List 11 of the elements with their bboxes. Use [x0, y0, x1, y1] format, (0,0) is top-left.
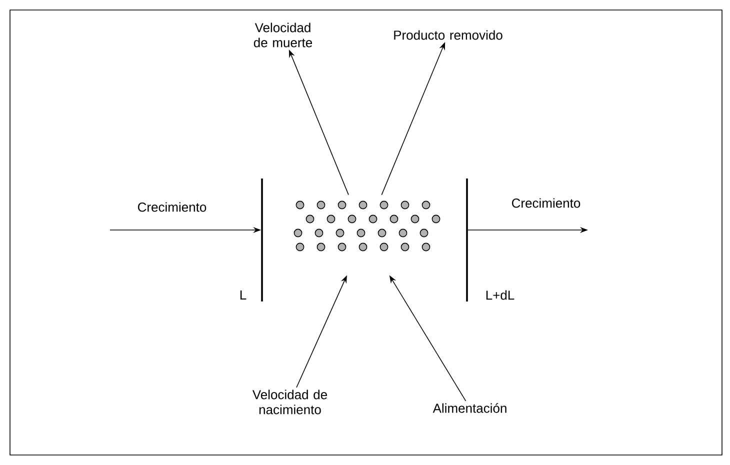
text-label: Producto removido: [394, 30, 502, 40]
dimension-label: L+dL: [486, 290, 514, 300]
particles-drawing: [294, 200, 440, 252]
edge-label: Crecimiento: [510, 197, 582, 209]
text-label: Velocidad de nacimiento: [252, 390, 327, 414]
boundary-line: [261, 178, 263, 302]
text-label: Alimentación: [432, 403, 506, 413]
text-label: Velocidad de muerte: [254, 22, 312, 48]
boundary-line: [466, 178, 468, 302]
edge-label: Crecimiento: [136, 201, 208, 213]
dimension-label: L: [240, 290, 246, 300]
